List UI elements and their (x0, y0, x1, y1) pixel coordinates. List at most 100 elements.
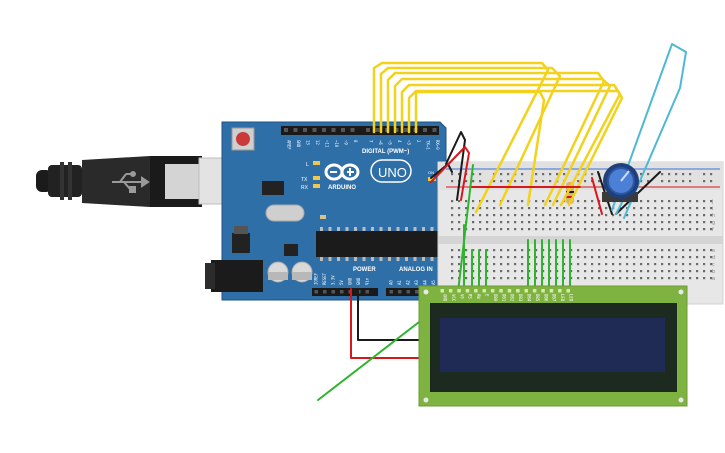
digital-pin[interactable] (322, 128, 326, 132)
lcd-pin[interactable] (474, 289, 478, 293)
bb-hole[interactable] (654, 221, 657, 224)
bb-hole[interactable] (577, 277, 580, 280)
bb-hole[interactable] (493, 277, 496, 280)
bb-hole[interactable] (605, 249, 608, 252)
digital-pin[interactable] (366, 128, 370, 132)
bb-hole[interactable] (472, 200, 475, 203)
bb-hole[interactable] (542, 207, 545, 210)
bb-hole[interactable] (591, 228, 594, 231)
bb-hole[interactable] (598, 249, 601, 252)
bb-hole[interactable] (710, 277, 713, 280)
bb-hole[interactable] (647, 256, 650, 259)
bb-hole[interactable] (633, 263, 636, 266)
bb-hole[interactable] (451, 256, 454, 259)
bb-hole[interactable] (500, 221, 503, 224)
rail-hole[interactable] (647, 180, 650, 183)
bb-hole[interactable] (500, 228, 503, 231)
bb-hole[interactable] (451, 207, 454, 210)
bb-hole[interactable] (458, 221, 461, 224)
bb-hole[interactable] (675, 214, 678, 217)
bb-hole[interactable] (514, 263, 517, 266)
bb-hole[interactable] (626, 249, 629, 252)
bb-hole[interactable] (661, 214, 664, 217)
bb-hole[interactable] (472, 207, 475, 210)
bb-hole[interactable] (591, 270, 594, 273)
bb-hole[interactable] (591, 249, 594, 252)
bb-hole[interactable] (493, 256, 496, 259)
bb-hole[interactable] (633, 214, 636, 217)
bb-hole[interactable] (521, 221, 524, 224)
digital-pin[interactable] (331, 128, 336, 132)
bb-hole[interactable] (479, 249, 482, 252)
bb-hole[interactable] (626, 277, 629, 280)
rail-hole[interactable] (451, 180, 454, 183)
bb-hole[interactable] (640, 221, 643, 224)
digital-pin[interactable] (312, 128, 317, 132)
bb-hole[interactable] (507, 207, 510, 210)
bb-hole[interactable] (458, 214, 461, 217)
usb-cable[interactable] (36, 156, 240, 207)
bb-hole[interactable] (493, 214, 496, 217)
bb-hole[interactable] (584, 200, 587, 203)
bb-hole[interactable] (689, 214, 692, 217)
rail-hole[interactable] (682, 180, 685, 183)
bb-hole[interactable] (633, 277, 636, 280)
bb-hole[interactable] (661, 200, 664, 203)
rail-hole[interactable] (661, 173, 664, 176)
rail-hole[interactable] (542, 180, 545, 183)
bb-hole[interactable] (521, 256, 524, 259)
bb-hole[interactable] (710, 249, 713, 252)
bb-hole[interactable] (626, 207, 629, 210)
bb-hole[interactable] (654, 270, 657, 273)
bb-hole[interactable] (696, 228, 699, 231)
bb-hole[interactable] (486, 277, 489, 280)
bb-hole[interactable] (654, 207, 657, 210)
bb-hole[interactable] (528, 221, 531, 224)
bb-hole[interactable] (696, 263, 699, 266)
bb-hole[interactable] (633, 270, 636, 273)
lcd-pin[interactable] (541, 289, 545, 293)
bb-hole[interactable] (703, 277, 706, 280)
bb-hole[interactable] (640, 277, 643, 280)
bb-hole[interactable] (500, 207, 503, 210)
rail-hole[interactable] (668, 180, 671, 183)
bb-hole[interactable] (710, 228, 713, 231)
rail-hole[interactable] (703, 180, 706, 183)
bb-hole[interactable] (619, 263, 622, 266)
rail-hole[interactable] (472, 173, 475, 176)
bb-hole[interactable] (612, 221, 615, 224)
bb-hole[interactable] (584, 228, 587, 231)
bb-hole[interactable] (640, 249, 643, 252)
bb-hole[interactable] (549, 263, 552, 266)
bb-hole[interactable] (647, 228, 650, 231)
bb-hole[interactable] (640, 256, 643, 259)
digital-pin[interactable] (432, 128, 437, 132)
analog-pin[interactable] (398, 290, 402, 294)
rail-hole[interactable] (465, 180, 468, 183)
lcd-pin[interactable] (465, 289, 470, 293)
bb-hole[interactable] (563, 207, 566, 210)
bb-hole[interactable] (591, 263, 594, 266)
bb-hole[interactable] (668, 207, 671, 210)
power-pin[interactable] (314, 290, 319, 294)
bb-hole[interactable] (507, 200, 510, 203)
rail-hole[interactable] (549, 180, 552, 183)
bb-hole[interactable] (542, 214, 545, 217)
bb-hole[interactable] (465, 277, 468, 280)
bb-hole[interactable] (710, 263, 713, 266)
bb-hole[interactable] (549, 270, 552, 273)
bb-hole[interactable] (647, 221, 650, 224)
rail-hole[interactable] (493, 180, 496, 183)
bb-hole[interactable] (479, 214, 482, 217)
rail-hole[interactable] (675, 180, 678, 183)
lcd-pin[interactable] (549, 289, 554, 293)
analog-pin[interactable] (415, 290, 419, 294)
bb-hole[interactable] (619, 228, 622, 231)
bb-hole[interactable] (689, 207, 692, 210)
bb-hole[interactable] (535, 277, 538, 280)
bb-hole[interactable] (703, 263, 706, 266)
lcd-pin[interactable] (482, 289, 487, 293)
bb-hole[interactable] (528, 270, 531, 273)
bb-hole[interactable] (654, 228, 657, 231)
bb-hole[interactable] (654, 249, 657, 252)
